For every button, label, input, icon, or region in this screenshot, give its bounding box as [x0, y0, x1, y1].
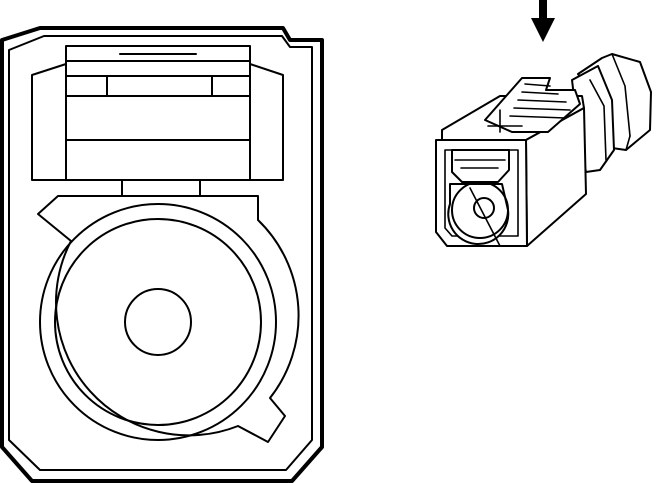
socket-inner-ring [54, 218, 262, 426]
housing-outline [0, 26, 324, 483]
socket-keyed-ring [37, 195, 300, 443]
front-latch-slot [451, 149, 510, 183]
housing-inner-outline [8, 35, 313, 471]
socket-outer-ring [39, 203, 277, 441]
center-pin-iso [473, 197, 495, 219]
lock-arm [484, 77, 581, 133]
down-arrow-icon [531, 0, 555, 42]
socket-ring-iso [451, 181, 509, 239]
socket-face [447, 183, 510, 245]
front-view [0, 26, 324, 483]
isometric-view [435, 53, 652, 247]
latch-assembly [31, 45, 284, 201]
center-pin [124, 288, 192, 356]
